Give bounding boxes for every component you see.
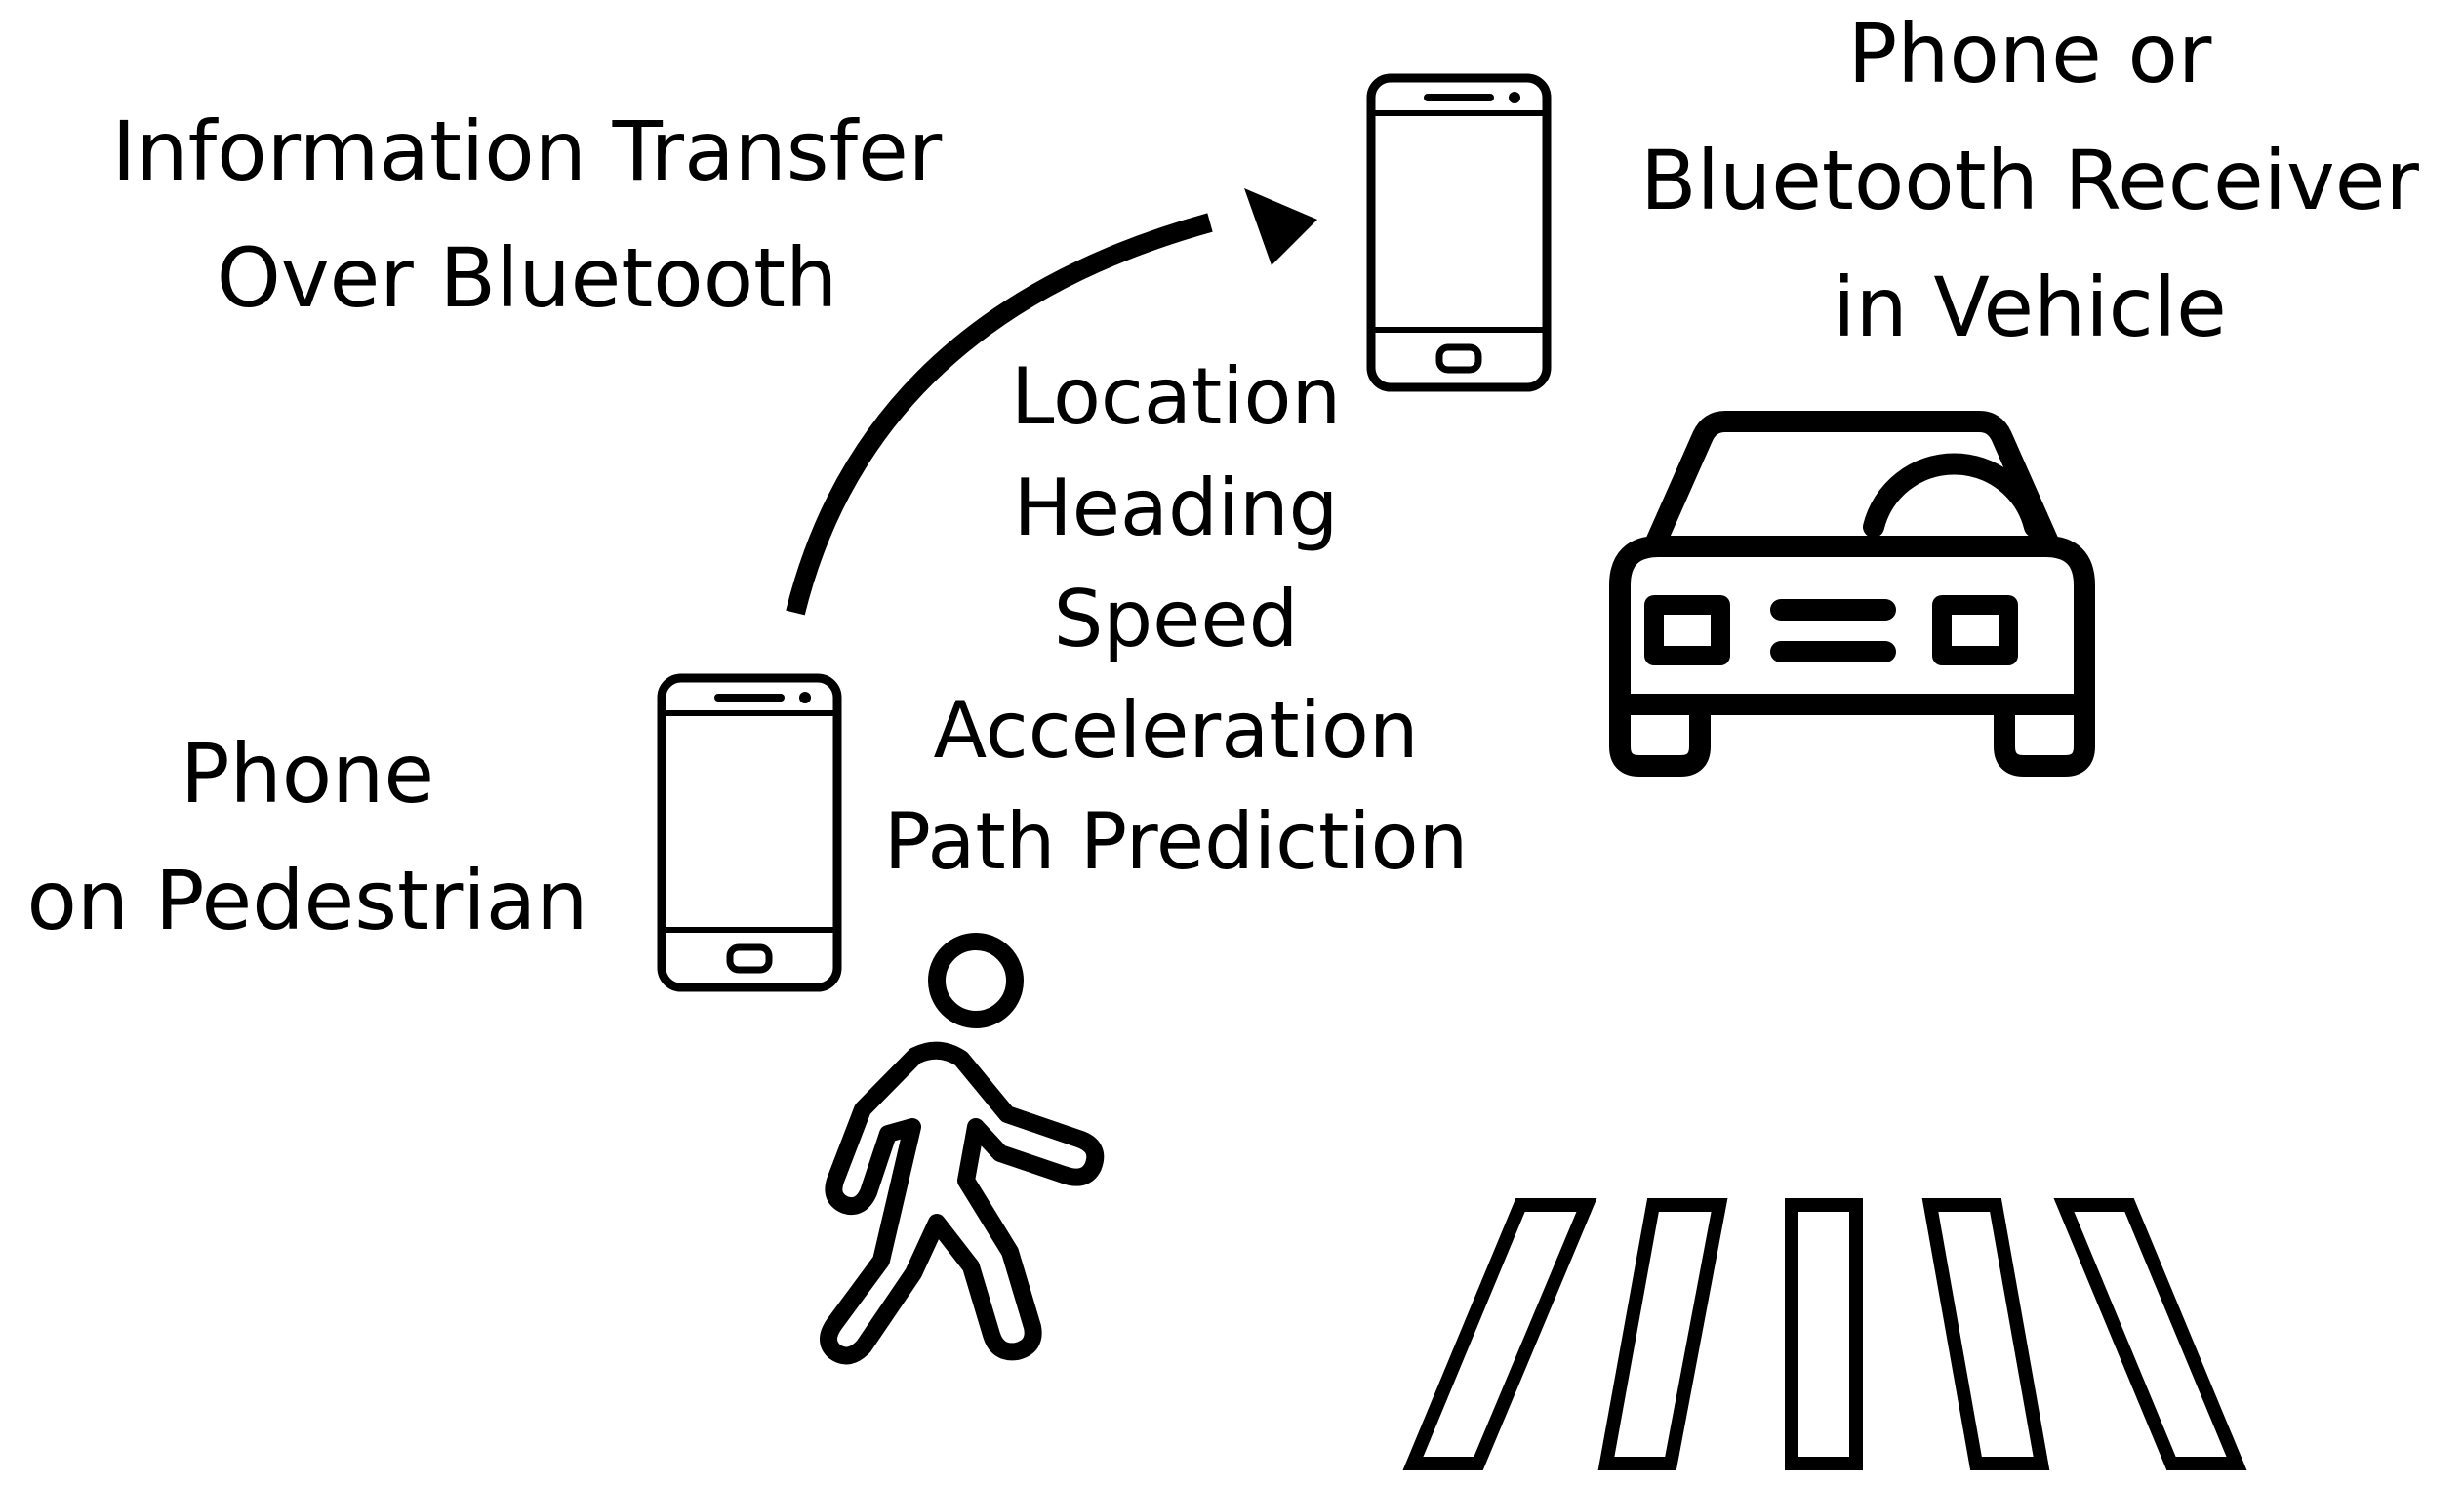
transfer-label-line-2: Over Bluetooth (216, 230, 838, 326)
vehicle-phone-icon (1366, 73, 1552, 392)
data-item-location: Location (1010, 351, 1342, 442)
crosswalk-stripe (1921, 1198, 2050, 1470)
receiver-label: Phone or Bluetooth Receiver in Vehicle (1600, 0, 2459, 371)
crosswalk-stripe (1402, 1198, 1597, 1470)
pedestrian-label-line-1: Phone (180, 726, 435, 822)
receiver-label-line-1: Phone or (1847, 6, 2212, 101)
crosswalk-stripe (1597, 1198, 1728, 1470)
receiver-label-line-2: Bluetooth Receiver (1640, 133, 2419, 228)
car-icon (1609, 411, 2095, 777)
data-item-speed: Speed (1053, 574, 1299, 664)
pedestrian-label-line-2: on Pedestrian (26, 853, 588, 948)
transfer-label: Information Transfer Over Bluetooth (59, 88, 995, 341)
pedestrian-icon (820, 933, 1105, 1365)
transfer-arrow-icon (786, 188, 1317, 616)
data-item-path-prediction: Path Prediction (883, 796, 1469, 887)
transmitted-data-list: Location Heading Speed Acceleration Path… (883, 341, 1469, 898)
crosswalk-stripe (2053, 1198, 2247, 1470)
transfer-label-line-1: Information Transfer (111, 103, 943, 199)
crosswalk-icon (1402, 1198, 2247, 1470)
data-item-heading: Heading (1013, 462, 1339, 553)
crosswalk-stripe (1785, 1198, 1863, 1470)
pedestrian-label: Phone on Pedestrian (0, 710, 615, 964)
pedestrian-phone-icon (657, 673, 842, 992)
data-item-acceleration: Acceleration (933, 685, 1419, 776)
receiver-label-line-3: in Vehicle (1833, 260, 2227, 355)
